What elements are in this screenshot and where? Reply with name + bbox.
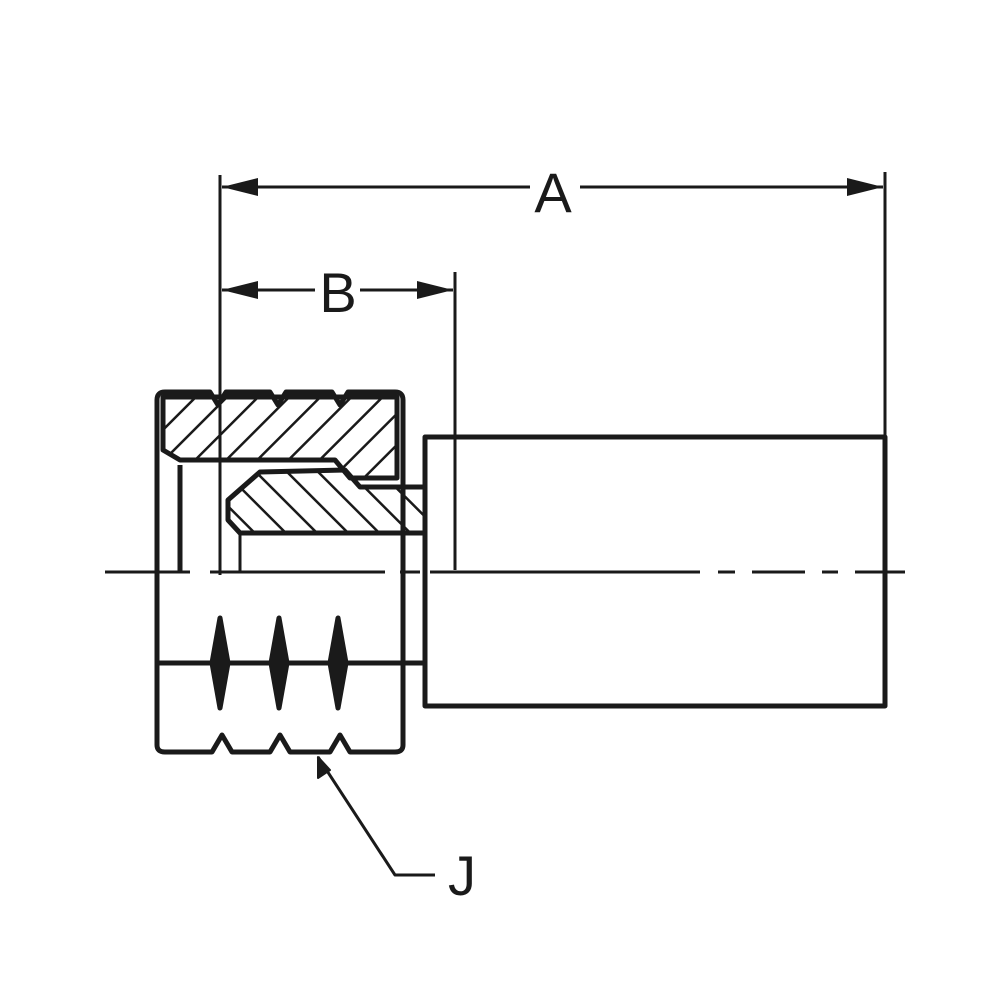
nut-section bbox=[160, 394, 400, 481]
dimension-a bbox=[218, 172, 887, 575]
j-leader bbox=[316, 756, 435, 877]
dimension-b-label: B bbox=[319, 261, 356, 324]
dimension-a-label: A bbox=[534, 161, 572, 224]
nut-outline bbox=[154, 389, 406, 755]
thread-marks bbox=[209, 615, 349, 711]
dimension-b bbox=[222, 272, 457, 570]
callout-j-label: J bbox=[448, 844, 476, 907]
